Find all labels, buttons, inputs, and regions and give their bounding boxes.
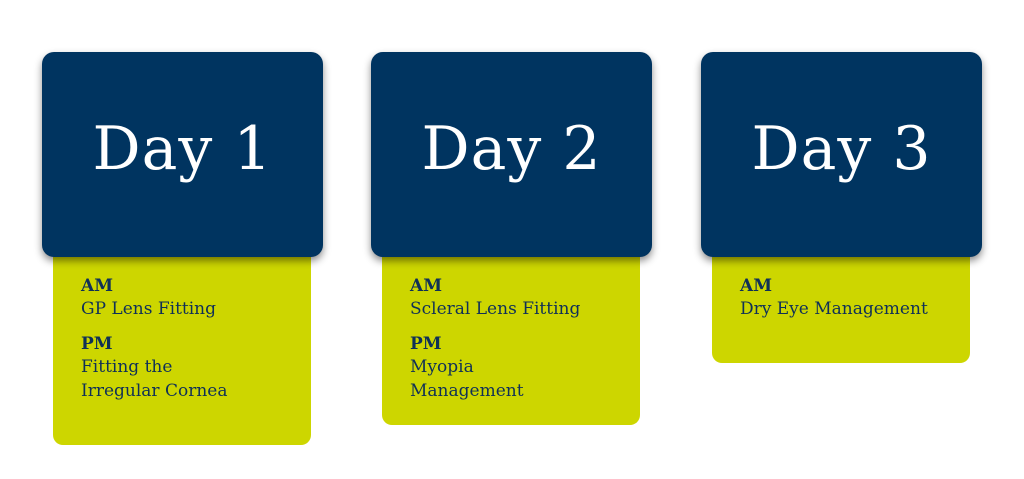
- day-1-column: AM GP Lens Fitting PM Fitting the Irregu…: [42, 52, 323, 445]
- day-1-pm-topic-line-2: Irregular Cornea: [81, 381, 228, 401]
- day-2-title: Day 2: [421, 113, 602, 184]
- day-1-title: Day 1: [92, 113, 273, 184]
- day-2-am-topic: Scleral Lens Fitting: [410, 299, 581, 319]
- day-3-am-session: AM Dry Eye Management: [740, 275, 970, 321]
- day-2-header: Day 2: [371, 52, 652, 257]
- day-2-column: AM Scleral Lens Fitting PM Myopia Manage…: [371, 52, 652, 425]
- day-3-am-topic: Dry Eye Management: [740, 299, 928, 319]
- day-3-schedule-card: AM Dry Eye Management: [712, 247, 970, 363]
- day-2-am-session: AM Scleral Lens Fitting: [410, 275, 640, 321]
- day-3-am-label: AM: [740, 276, 773, 296]
- day-3-title: Day 3: [751, 113, 932, 184]
- day-2-schedule-card: AM Scleral Lens Fitting PM Myopia Manage…: [382, 247, 640, 425]
- day-1-am-topic: GP Lens Fitting: [81, 299, 217, 319]
- day-1-pm-label: PM: [81, 334, 113, 354]
- day-3-column: AM Dry Eye Management Day 3: [701, 52, 982, 363]
- day-1-header: Day 1: [42, 52, 323, 257]
- day-1-schedule-card: AM GP Lens Fitting PM Fitting the Irregu…: [53, 247, 311, 445]
- day-2-am-label: AM: [410, 276, 443, 296]
- day-1-pm-session: PM Fitting the Irregular Cornea: [81, 333, 311, 403]
- day-2-pm-session: PM Myopia Management: [410, 333, 640, 403]
- day-3-header: Day 3: [701, 52, 982, 257]
- day-1-am-session: AM GP Lens Fitting: [81, 275, 311, 321]
- day-2-pm-label: PM: [410, 334, 442, 354]
- day-1-pm-topic-line-1: Fitting the: [81, 357, 173, 377]
- day-2-pm-topic-line-2: Management: [410, 381, 524, 401]
- day-1-am-label: AM: [81, 276, 114, 296]
- day-2-pm-topic-line-1: Myopia: [410, 357, 474, 377]
